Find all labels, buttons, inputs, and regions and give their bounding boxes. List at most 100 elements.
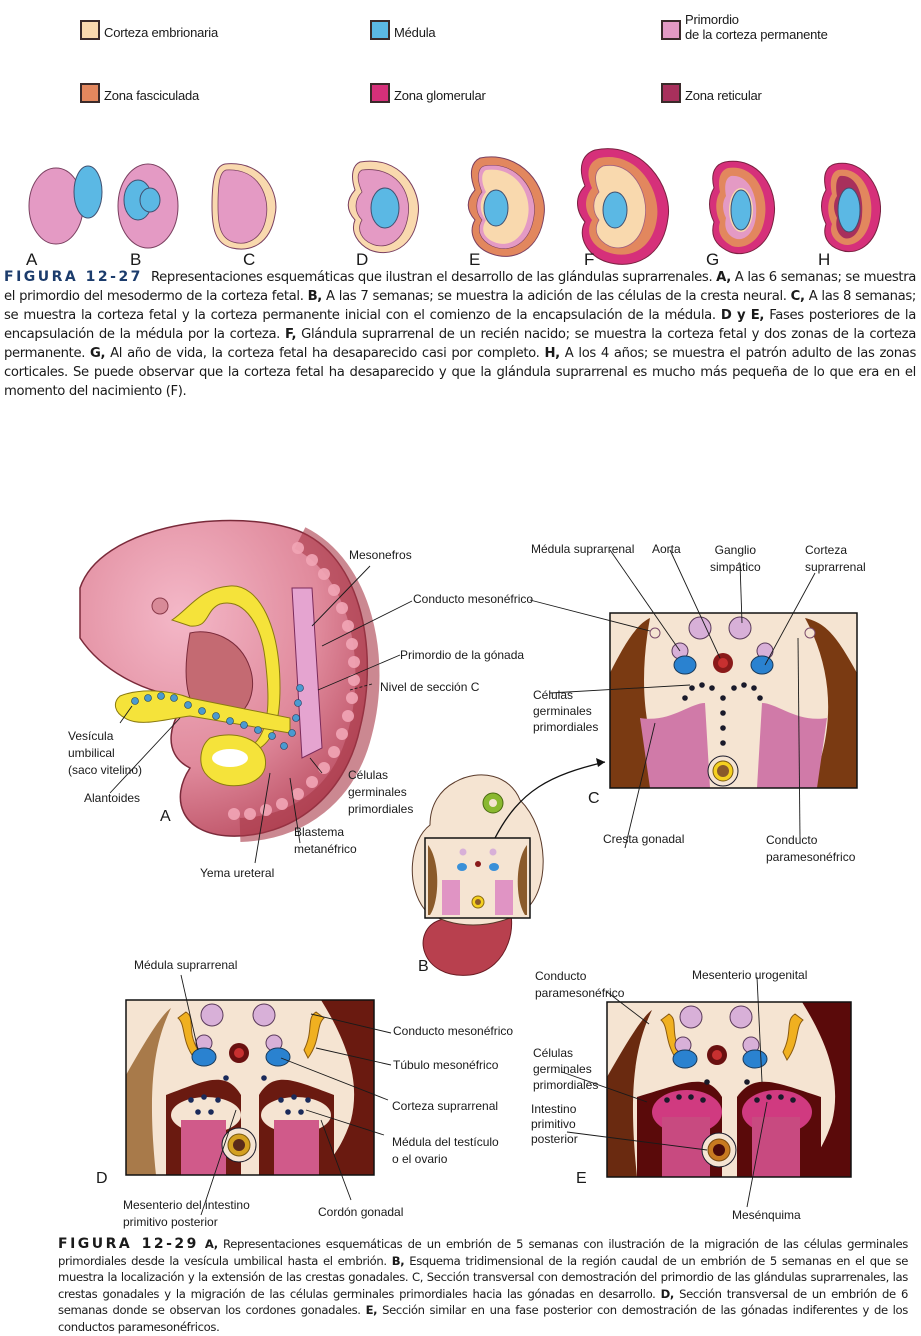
label-c-ganglio-simpatico: Ganglio simpático xyxy=(710,542,761,576)
label-line: paramesonéfrico xyxy=(535,986,625,1000)
panel-d-letter: D xyxy=(96,1170,108,1187)
label-d-corteza-suprarrenal: Corteza suprarrenal xyxy=(392,1099,499,1113)
stage-label-c: C xyxy=(243,250,256,269)
label-line: Blastema xyxy=(294,825,345,839)
label-line: Intestino xyxy=(531,1102,577,1116)
label-d-medula-testiculo: Médula del testículo o el ovario xyxy=(392,1134,499,1168)
stage-a-shape xyxy=(28,167,84,245)
label-line: germinales xyxy=(348,785,407,799)
legend-item-zona-fasciculada: Zona fasciculada xyxy=(80,83,199,103)
caption-panel-ref: F, xyxy=(284,327,297,342)
caption-segment: Glándula suprarrenal de un recién nacido… xyxy=(4,327,916,361)
label-primordio-gonada: Primordio de la gónada xyxy=(400,648,525,662)
stage-d-shape xyxy=(347,160,419,254)
adrenal-stages-illustration xyxy=(28,148,882,265)
label-nivel-seccion: Nivel de sección C xyxy=(380,680,480,694)
panel-b-caudal-region-illustration xyxy=(411,758,606,976)
caption-segment: A los 4 años; se muestra el patrón adult… xyxy=(4,346,917,399)
caption-segment: A las 8 semanas; se muestra la corteza f… xyxy=(4,289,916,323)
label-line: Conducto xyxy=(535,969,587,983)
legend-label-line: Primordio xyxy=(685,12,739,27)
stage-h-shape xyxy=(821,162,882,253)
panel-c-cross-section-illustration xyxy=(529,549,858,849)
legend-item-zona-reticular: Zona reticular xyxy=(661,83,762,103)
legend-swatch xyxy=(80,20,100,40)
label-c-cresta-gonadal: Cresta gonadal xyxy=(603,832,685,846)
caption-segment: Sección transversal de un embrión de 6 s… xyxy=(58,1286,908,1318)
label-line: Células xyxy=(533,1046,574,1060)
legend-label: Zona glomerular xyxy=(394,88,486,103)
label-line: (saco vitelino) xyxy=(68,763,143,777)
caption-panel-ref: C, xyxy=(790,289,805,304)
legend-swatch xyxy=(80,83,100,103)
stage-label-d: D xyxy=(356,250,369,269)
stage-label-h: H xyxy=(818,250,831,269)
panel-e-cross-section-illustration xyxy=(561,976,852,1208)
caption-segment: Esquema tridimensional de la región caud… xyxy=(58,1253,909,1301)
caption-segment: A las 7 semanas; se muestra la adición d… xyxy=(321,289,791,304)
label-line: Vesícula xyxy=(68,729,114,743)
label-e-mesenterio-urogenital: Mesenterio urogenital xyxy=(692,968,808,982)
panel-d-cross-section-illustration xyxy=(125,974,392,1216)
caption-panel-ref: A, xyxy=(204,1237,218,1251)
caption-panel-ref: D, xyxy=(660,1286,675,1301)
legend-swatch xyxy=(661,20,681,40)
caption-panel-ref: B, xyxy=(307,289,323,304)
stage-e-shape xyxy=(467,156,545,257)
panel-c-letter: C xyxy=(588,790,600,807)
label-line: primordiales xyxy=(533,1078,599,1092)
label-mesonefros: Mesonefros xyxy=(349,548,412,562)
label-celulas-germinales-a: Células germinales primordiales xyxy=(348,767,413,818)
label-line: paramesonéfrico xyxy=(766,850,856,864)
label-line: Mesenterio del intestino xyxy=(123,1198,250,1212)
stage-g-shape xyxy=(709,160,776,255)
label-c-medula-suprarrenal: Médula suprarrenal xyxy=(531,542,635,556)
stage-label-a: A xyxy=(26,250,38,269)
label-line: germinales xyxy=(533,1062,592,1076)
label-e-intestino-primitivo: Intestino primitivo posterior xyxy=(531,1102,578,1147)
figure-label: FIGURA 12-29 xyxy=(58,1236,199,1252)
label-d-mesenterio-intestino: Mesenterio del intestino primitivo poste… xyxy=(123,1197,250,1231)
caption-text: A, Representaciones esquemáticas de un e… xyxy=(58,1237,908,1334)
label-line: primordiales xyxy=(348,802,414,816)
caption-segment: A las 6 semanas; se muestra el primordio… xyxy=(4,270,916,304)
panel-a-letter: A xyxy=(160,808,171,825)
label-line: Conducto xyxy=(766,833,818,847)
label-line: suprarrenal xyxy=(805,560,866,574)
label-line: umbilical xyxy=(68,746,115,760)
legend-label: Zona reticular xyxy=(685,88,762,103)
label-line: Médula del testículo xyxy=(392,1135,499,1149)
label-line: metanéfrico xyxy=(294,842,357,856)
label-line: germinales xyxy=(533,704,592,718)
figure-label: FIGURA 12-27 xyxy=(4,269,143,285)
stage-f-shape xyxy=(577,148,670,265)
caption-panel-ref: G, xyxy=(90,346,106,361)
label-d-conducto-mesonefrico: Conducto mesonéfrico xyxy=(393,1024,514,1038)
panel-e-letter: E xyxy=(576,1170,587,1187)
label-line: primordiales xyxy=(533,720,599,734)
label-alantoides: Alantoides xyxy=(84,791,141,805)
label-vesicula-umbilical: Vesícula umbilical (saco vitelino) xyxy=(68,728,142,779)
label-blastema-metanefrico: Blastema metanéfrico xyxy=(294,824,357,858)
legend-item-corteza-embrionaria: Corteza embrionaria xyxy=(80,20,218,40)
caption-segment: Sección similar en una fase posterior co… xyxy=(58,1303,908,1334)
legend-swatch xyxy=(370,83,390,103)
stage-c-shape xyxy=(123,163,277,250)
caption-segment: Al año de vida, la corteza fetal ha desa… xyxy=(105,346,545,361)
caption-segment: Representaciones esquemáticas que ilustr… xyxy=(150,270,717,285)
label-line: Ganglio xyxy=(714,543,757,557)
legend-item-medula: Médula xyxy=(370,20,436,40)
caption-panel-ref: D y E, xyxy=(720,308,765,323)
panel-b-letter: B xyxy=(418,958,429,975)
label-e-conducto-paramesonefrico: Conducto paramesonéfrico xyxy=(535,968,624,1002)
label-line: primitivo posterior xyxy=(123,1215,218,1229)
panel-a-embryo-illustration xyxy=(79,519,413,864)
caption-segment: Fases posteriores de la encapsulación de… xyxy=(4,308,916,342)
caption-segment: Representaciones esquemáticas de un embr… xyxy=(58,1237,908,1268)
label-line: Células xyxy=(533,688,574,702)
legend-swatch xyxy=(370,20,390,40)
caption-panel-ref: B, xyxy=(391,1253,405,1268)
label-d-cordon-gonadal: Cordón gonadal xyxy=(318,1205,404,1219)
